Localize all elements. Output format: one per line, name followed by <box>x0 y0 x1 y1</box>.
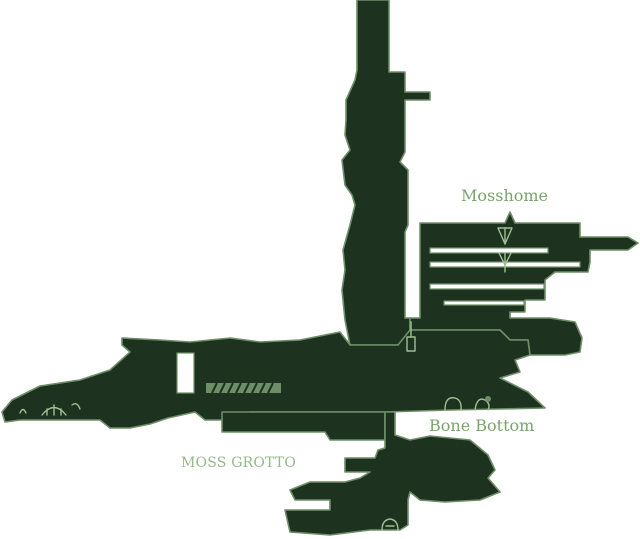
gap-shaft <box>176 352 195 394</box>
gap-1 <box>429 247 549 254</box>
bench-icon <box>19 402 81 416</box>
shell-icon <box>497 227 513 273</box>
gap-3 <box>429 283 545 290</box>
area-label-bone-bottom: Bone Bottom <box>429 416 535 435</box>
room-lower-tunnel <box>221 411 386 441</box>
room-main-cavern <box>1 329 546 429</box>
room-central-shaft <box>341 0 431 346</box>
area-label-mosshome: Mosshome <box>461 186 549 205</box>
cocoon-icon <box>381 518 399 531</box>
grate-platform <box>206 383 281 393</box>
room-lower-grotto <box>284 411 501 536</box>
door-icon <box>406 321 416 352</box>
bone-icon <box>444 396 491 411</box>
grate-stripes <box>211 382 274 394</box>
gap-4 <box>443 300 525 306</box>
region-label-moss-grotto: MOSS GROTTO <box>181 455 297 471</box>
